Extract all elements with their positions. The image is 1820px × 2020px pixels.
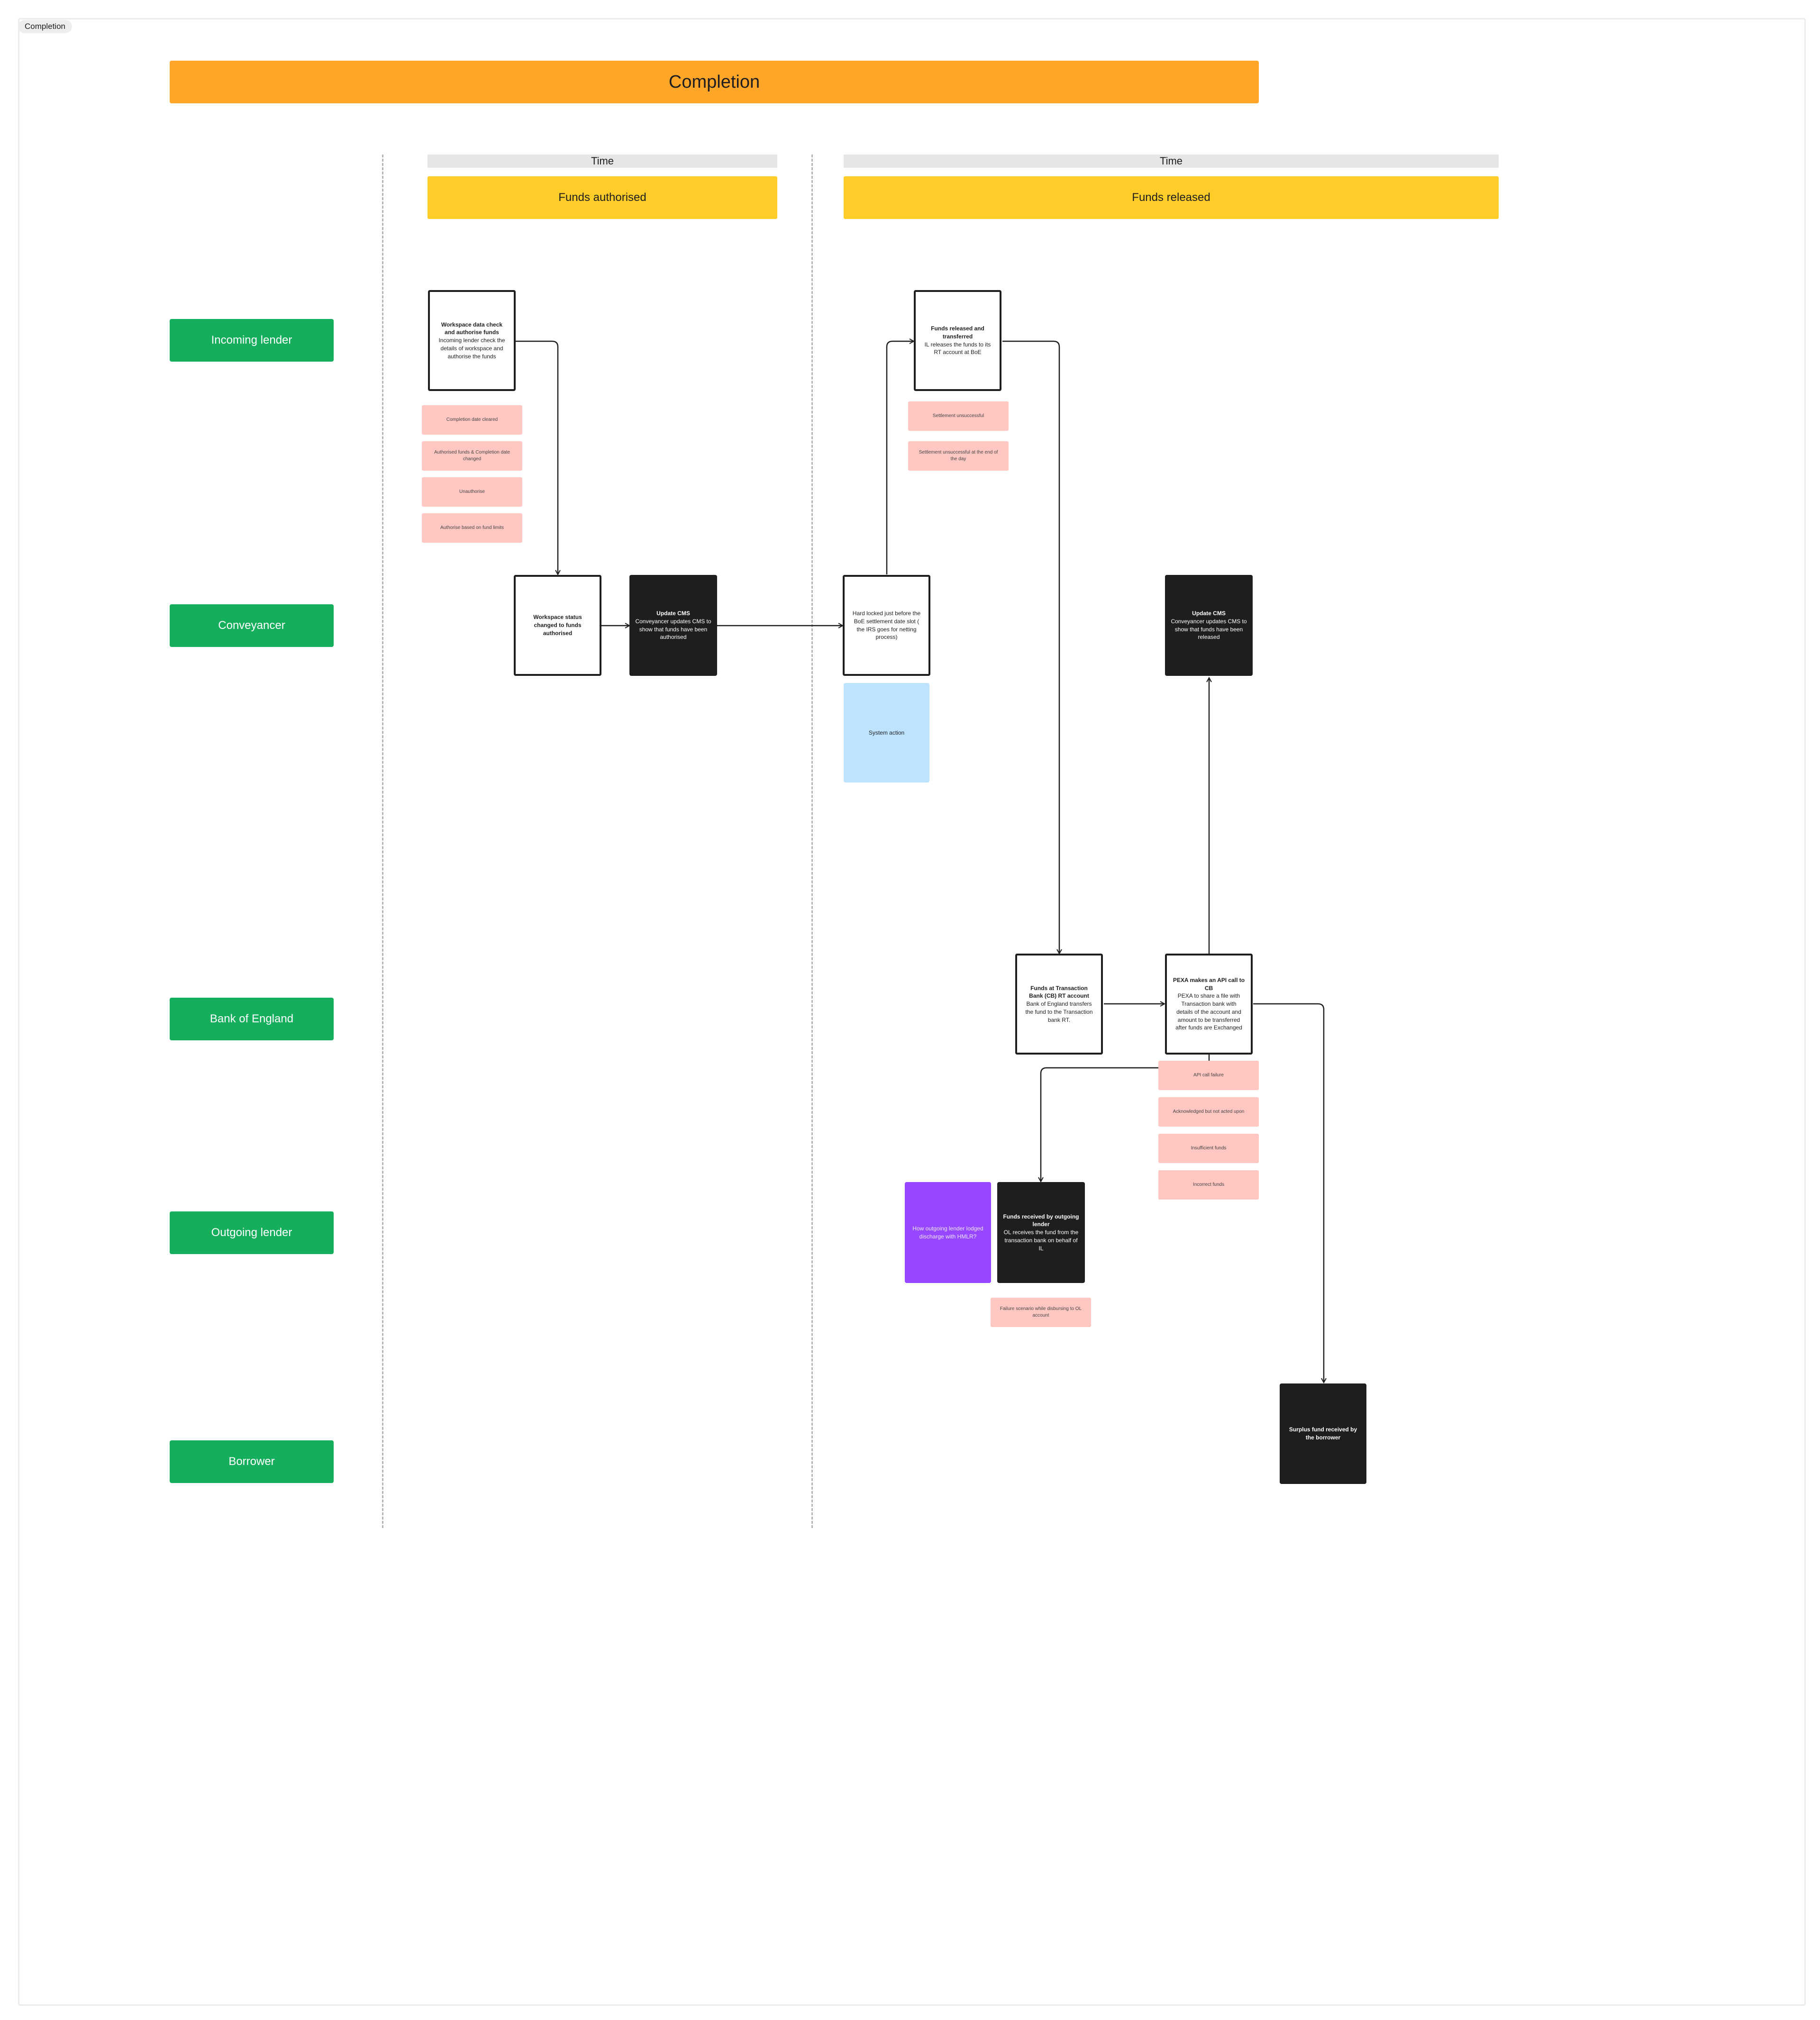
phase-divider [382, 155, 383, 1528]
arrow-check-to-status [516, 340, 558, 574]
card-status-changed[interactable]: Workspace status changed to funds author… [514, 575, 601, 676]
page-title: Completion [170, 61, 1259, 103]
card-update-cms-authorised[interactable]: Update CMS Conveyancer updates CMS to sh… [629, 575, 717, 676]
card-update-cms-released[interactable]: Update CMS Conveyancer updates CMS to sh… [1165, 575, 1253, 676]
card-title: Workspace data check and authorise funds [441, 321, 503, 336]
card-body: Conveyancer updates CMS to show that fun… [1171, 618, 1247, 641]
lane-bank-of-england: Bank of England [170, 998, 334, 1040]
phase-funds-authorised: Funds authorised [428, 176, 777, 219]
card-title: Update CMS [1192, 610, 1226, 617]
card-body: Conveyancer updates CMS to show that fun… [635, 618, 711, 641]
phase-divider [811, 155, 813, 1528]
card-title: Surplus fund received by the borrower [1289, 1426, 1357, 1441]
sticky-note[interactable]: Incorrect funds [1158, 1170, 1259, 1200]
lane-outgoing-lender: Outgoing lender [170, 1211, 334, 1254]
sticky-note[interactable]: Acknowledged but not acted upon [1158, 1097, 1259, 1127]
card-pexa-api-call[interactable]: PEXA makes an API call to CB PEXA to sha… [1165, 954, 1253, 1055]
card-hard-locked[interactable]: Hard locked just before the BoE settleme… [843, 575, 930, 676]
card-title: Workspace status changed to funds author… [533, 614, 582, 637]
phase-funds-released: Funds released [844, 176, 1499, 219]
card-title: PEXA makes an API call to CB [1173, 976, 1245, 992]
sticky-note[interactable]: API call failure [1158, 1061, 1259, 1090]
card-funds-at-transaction-bank[interactable]: Funds at Transaction Bank (CB) RT accoun… [1015, 954, 1103, 1055]
sticky-note[interactable]: Authorise based on fund limits [422, 513, 522, 543]
card-funds-received-outgoing[interactable]: Funds received by outgoing lender OL rec… [997, 1182, 1085, 1283]
time-label-released: Time [844, 155, 1499, 168]
card-funds-released[interactable]: Funds released and transferred IL releas… [914, 290, 1001, 391]
system-action-note[interactable]: System action [844, 683, 929, 783]
card-surplus-fund[interactable]: Surplus fund received by the borrower [1280, 1383, 1366, 1484]
sticky-note[interactable]: Settlement unsuccessful at the end of th… [908, 441, 1009, 471]
card-title: Update CMS [656, 610, 690, 617]
frame-tag[interactable]: Completion [18, 20, 72, 33]
time-label-authorised: Time [428, 155, 777, 168]
card-title: Funds received by outgoing lender [1003, 1213, 1079, 1228]
card-body: OL receives the fund from the transactio… [1003, 1229, 1079, 1252]
canvas-frame [18, 18, 1806, 2006]
purple-question-note[interactable]: How outgoing lender lodged discharge wit… [905, 1182, 991, 1283]
card-body: IL releases the funds to its RT account … [924, 341, 991, 356]
card-body: Hard locked just before the BoE settleme… [852, 610, 921, 641]
sticky-note[interactable]: Settlement unsuccessful [908, 401, 1009, 431]
arrow-released-to-transaction-bank [1002, 340, 1059, 954]
card-workspace-check[interactable]: Workspace data check and authorise funds… [428, 290, 516, 391]
card-body: Incoming lender check the details of wor… [438, 337, 505, 360]
lane-incoming-lender: Incoming lender [170, 319, 334, 362]
sticky-note[interactable]: Completion date cleared [422, 405, 522, 435]
sticky-note[interactable]: Authorised funds & Completion date chang… [422, 441, 522, 471]
sticky-note[interactable]: Insufficient funds [1158, 1134, 1259, 1163]
sticky-note[interactable]: Failure scenario while disbursing to OL … [991, 1298, 1091, 1327]
card-title: Funds released and transferred [931, 325, 984, 340]
lane-borrower: Borrower [170, 1440, 334, 1483]
sticky-note[interactable]: Unauthorise [422, 477, 522, 507]
card-title: Funds at Transaction Bank (CB) RT accoun… [1029, 984, 1089, 1000]
arrow-hard-locked-to-released [886, 341, 914, 574]
card-body: Bank of England transfers the fund to th… [1025, 1001, 1093, 1023]
lane-conveyancer: Conveyancer [170, 604, 334, 647]
arrow-pexa-to-borrower [1253, 1003, 1324, 1383]
card-body: PEXA to share a file with Transaction ba… [1175, 992, 1242, 1031]
